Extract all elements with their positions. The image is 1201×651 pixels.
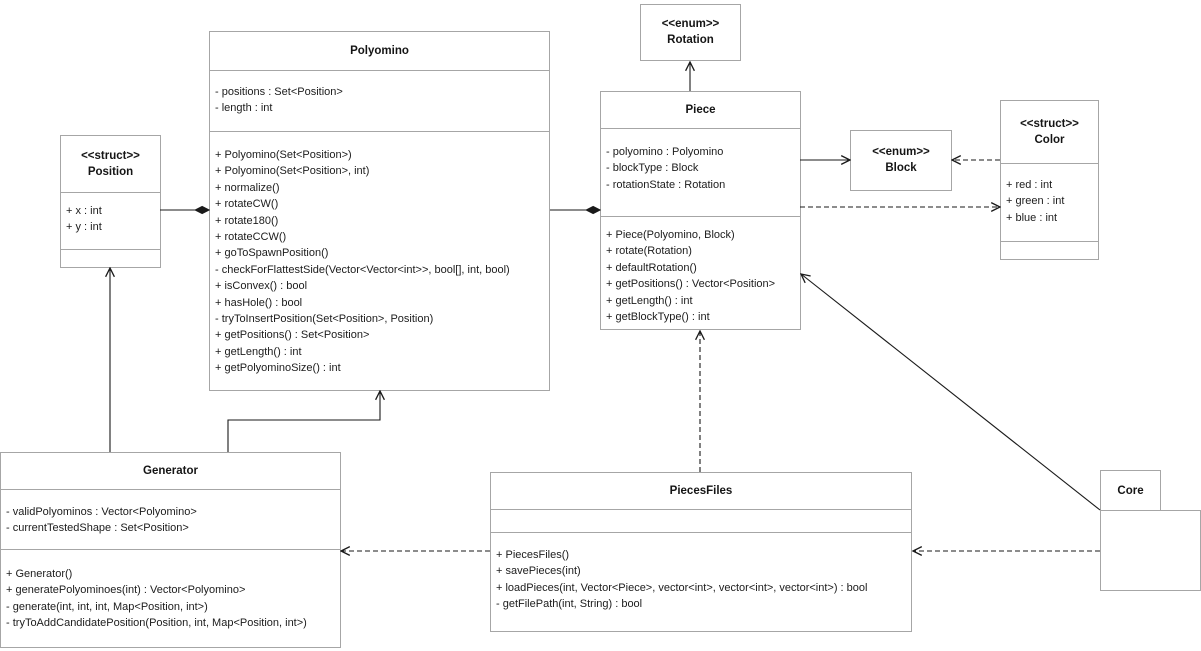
class-name: Position [87, 165, 134, 178]
member-line: - blockType : Block [606, 162, 699, 175]
class-piecesfiles: PiecesFiles + PiecesFiles() + savePieces(… [490, 472, 912, 632]
attributes-compartment: - validPolyominos : Vector<Polyomino> - c… [1, 489, 340, 549]
attributes-compartment: + x : int + y : int [61, 192, 160, 249]
class-name: Rotation [667, 34, 714, 46]
class-piece: Piece - polyomino : Polyomino - blockType… [600, 91, 801, 330]
class-stereotype: <<struct>> [81, 149, 140, 162]
class-rotation: <<enum>> Rotation [640, 4, 741, 61]
class-name: Generator [143, 465, 198, 477]
member-line: + getLength() : int [606, 294, 693, 307]
member-line: + getPositions() : Set<Position> [215, 329, 370, 342]
class-position: <<struct>> Position + x : int + y : int [60, 135, 161, 268]
class-stereotype: <<struct>> [1020, 117, 1079, 130]
member-line: - length : int [215, 102, 273, 115]
member-line: + Piece(Polyomino, Block) [606, 229, 735, 241]
member-line: + normalize() [215, 181, 280, 194]
member-line: + Polyomino(Set<Position>, int) [215, 165, 370, 178]
class-polyomino: Polyomino - positions : Set<Position> - l… [209, 31, 550, 391]
methods-compartment: + Piece(Polyomino, Block) + rotate(Rotati… [601, 216, 800, 329]
class-name: Color [1034, 133, 1065, 146]
class-title: Generator [1, 453, 340, 489]
class-title: <<struct>> Position [61, 136, 160, 192]
attributes-compartment: - polyomino : Polyomino - blockType : Blo… [601, 128, 800, 216]
class-title: Piece [601, 92, 800, 128]
class-name: Polyomino [350, 45, 409, 57]
class-generator: Generator - validPolyominos : Vector<Pol… [0, 452, 341, 648]
member-line: + green : int [1006, 195, 1065, 208]
member-line: - checkForFlattestSide(Vector<Vector<int… [215, 263, 510, 276]
methods-compartment [1001, 241, 1098, 259]
class-stereotype: <<enum>> [661, 18, 720, 30]
class-name: PiecesFiles [669, 485, 733, 497]
member-line: - polyomino : Polyomino [606, 146, 724, 158]
member-line: + hasHole() : bool [215, 296, 303, 309]
member-line: + loadPieces(int, Vector<Piece>, vector<… [496, 581, 868, 594]
member-line: + rotateCW() [215, 198, 279, 211]
class-title: Polyomino [210, 32, 549, 70]
member-line: + rotate180() [215, 214, 279, 227]
member-line: - positions : Set<Position> [215, 86, 343, 98]
member-line: - generate(int, int, int, Map<Position, … [6, 600, 208, 613]
association-generator-polyomino [227, 391, 380, 452]
class-block: <<enum>> Block [850, 130, 952, 191]
member-line: + getLength() : int [215, 345, 302, 358]
member-line: + generatePolyominoes(int) : Vector<Poly… [6, 584, 246, 597]
member-line: + goToSpawnPosition() [215, 247, 329, 260]
member-line: + rotateCCW() [215, 231, 287, 244]
class-title: <<struct>> Color [1001, 101, 1098, 163]
attributes-compartment: + red : int + green : int + blue : int [1001, 163, 1098, 241]
member-line: + getPositions() : Vector<Position> [606, 278, 776, 291]
member-line: + rotate(Rotation) [606, 245, 692, 258]
class-name: Piece [685, 104, 716, 116]
class-stereotype: <<enum>> [872, 146, 930, 158]
member-line: + getBlockType() : int [606, 311, 710, 324]
class-title: PiecesFiles [491, 473, 911, 509]
methods-compartment: + Polyomino(Set<Position>) + Polyomino(Se… [210, 131, 549, 390]
class-name: Block [885, 162, 917, 174]
package-core-body [1100, 510, 1201, 591]
member-line: + x : int [66, 205, 102, 217]
member-line: + Polyomino(Set<Position>) [215, 149, 352, 161]
methods-compartment [61, 249, 160, 267]
member-line: + PiecesFiles() [496, 549, 570, 561]
package-name: Core [1117, 484, 1144, 497]
member-line: + blue : int [1006, 211, 1058, 224]
member-line: + y : int [66, 221, 102, 234]
methods-compartment: + PiecesFiles() + savePieces(int) + loadPi… [491, 532, 911, 631]
attributes-compartment [491, 509, 911, 532]
member-line: - tryToInsertPosition(Set<Position>, Pos… [215, 313, 434, 326]
member-line: + getPolyominoSize() : int [215, 362, 341, 375]
package-core-tab: Core [1100, 470, 1161, 511]
member-line: + savePieces(int) [496, 565, 581, 578]
member-line: + red : int [1006, 179, 1053, 191]
member-line: - getFilePath(int, String) : bool [496, 598, 643, 611]
class-title: <<enum>> Rotation [641, 5, 740, 60]
methods-compartment: + Generator() + generatePolyominoes(int) … [1, 549, 340, 647]
member-line: + isConvex() : bool [215, 280, 308, 293]
attributes-compartment: - positions : Set<Position> - length : in… [210, 70, 549, 131]
class-color: <<struct>> Color + red : int + green : in… [1000, 100, 1099, 260]
member-line: - validPolyominos : Vector<Polyomino> [6, 506, 197, 518]
member-line: - rotationState : Rotation [606, 178, 726, 191]
member-line: + defaultRotation() [606, 261, 697, 274]
member-line: - currentTestedShape : Set<Position> [6, 522, 189, 535]
member-line: + Generator() [6, 568, 73, 580]
class-title: <<enum>> Block [851, 131, 951, 190]
member-line: - tryToAddCandidatePosition(Position, in… [6, 617, 307, 630]
